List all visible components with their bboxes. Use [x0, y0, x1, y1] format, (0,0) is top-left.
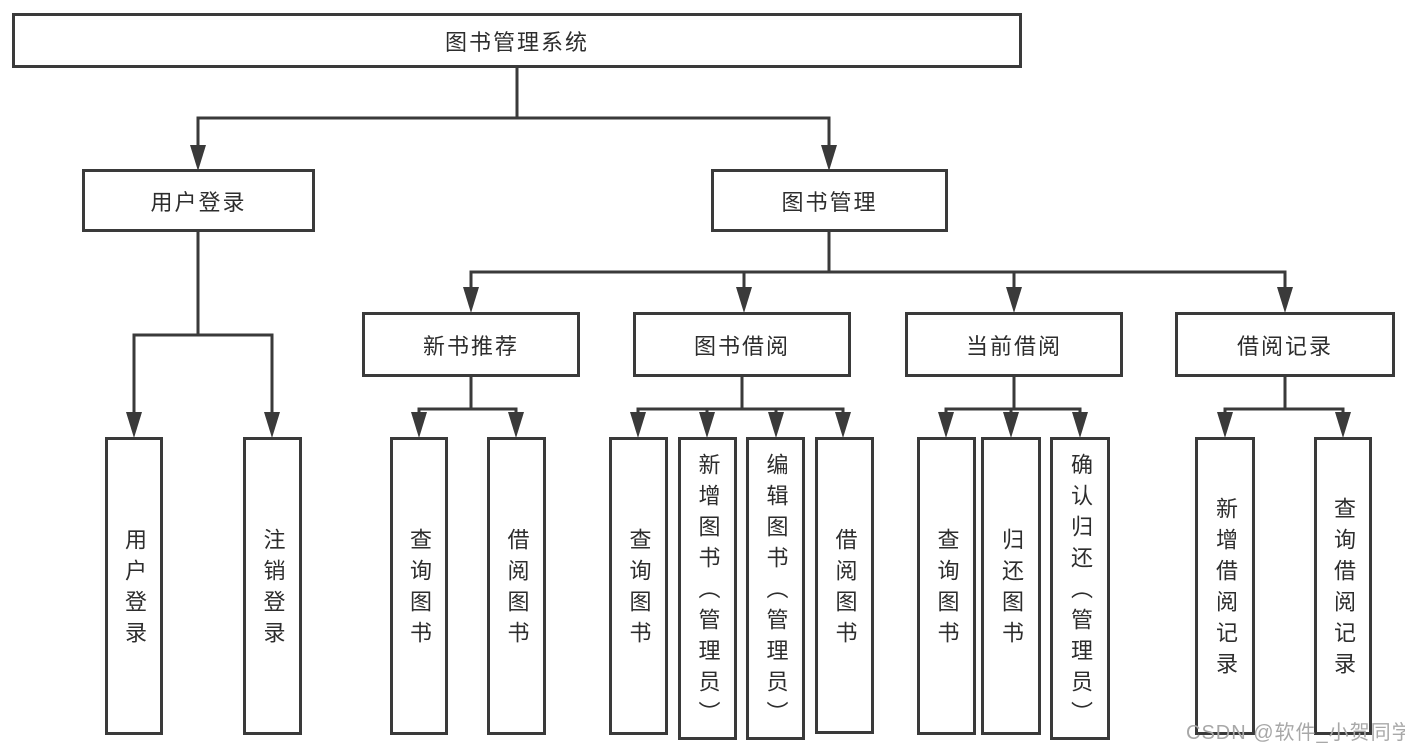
node-book-management: 图书管理	[711, 169, 948, 232]
node-book-borrowing: 图书借阅	[633, 312, 851, 377]
leaf-borrow-books-recommend-label: 借阅图书	[504, 528, 530, 652]
leaf-query-books-current: 查询图书	[917, 437, 976, 735]
leaf-return-book: 归还图书	[981, 437, 1041, 735]
leaf-edit-book-admin-label: 编辑图书（管理员）	[763, 453, 789, 732]
node-library-management-system: 图书管理系统	[12, 13, 1022, 68]
leaf-return-book-label: 归还图书	[999, 528, 1024, 652]
leaf-query-borrow-record-label: 查询借阅记录	[1331, 497, 1356, 683]
node-user-login: 用户登录	[82, 169, 315, 232]
leaf-logout-label: 注销登录	[260, 528, 286, 652]
leaf-logout: 注销登录	[243, 437, 302, 735]
leaf-borrow-books-recommend: 借阅图书	[487, 437, 546, 735]
node-new-book-recommendation: 新书推荐	[362, 312, 580, 377]
leaf-query-books-current-label: 查询图书	[934, 528, 960, 652]
leaf-confirm-return-admin-label: 确认归还（管理员）	[1068, 453, 1093, 732]
leaf-borrow-books-label: 借阅图书	[832, 527, 858, 652]
leaf-user-login: 用户登录	[105, 437, 163, 735]
leaf-confirm-return-admin: 确认归还（管理员）	[1050, 437, 1110, 740]
leaf-add-book-admin: 新增图书（管理员）	[678, 437, 737, 740]
watermark: CSDN @软件_小贺同学	[1186, 722, 1405, 744]
leaf-query-books-borrow: 查询图书	[609, 437, 668, 735]
leaf-query-books-borrow-label: 查询图书	[626, 528, 652, 652]
leaf-edit-book-admin: 编辑图书（管理员）	[746, 437, 805, 740]
leaf-add-book-admin-label: 新增图书（管理员）	[695, 453, 721, 732]
leaf-add-borrow-record: 新增借阅记录	[1195, 437, 1255, 735]
leaf-add-borrow-record-label: 新增借阅记录	[1213, 497, 1238, 683]
node-borrowing-records: 借阅记录	[1175, 312, 1395, 377]
node-current-borrowing: 当前借阅	[905, 312, 1123, 377]
leaf-query-borrow-record: 查询借阅记录	[1314, 437, 1372, 735]
arrowhead-icons	[126, 145, 1351, 438]
leaf-query-books-recommend-label: 查询图书	[407, 528, 432, 652]
leaf-query-books-recommend: 查询图书	[390, 437, 448, 735]
leaf-user-login-label: 用户登录	[122, 528, 147, 652]
leaf-borrow-books: 借阅图书	[815, 437, 874, 734]
